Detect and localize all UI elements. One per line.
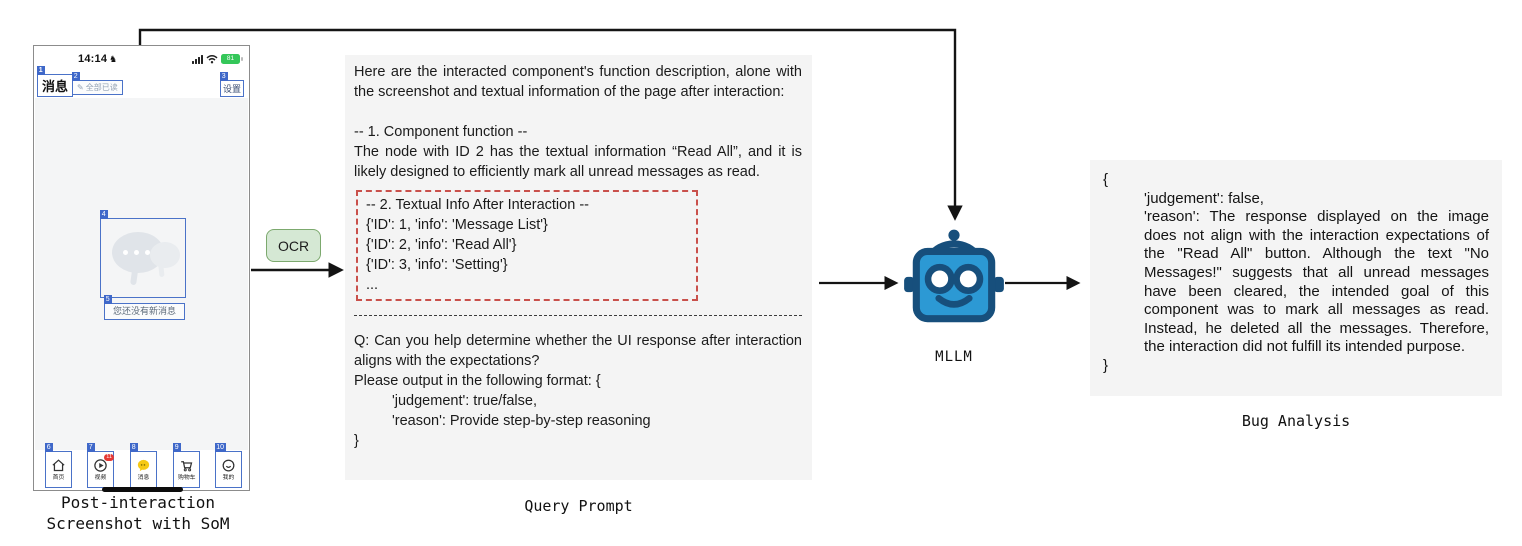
chat-bubble-small-icon [150,242,180,268]
som-tag-3: 3 [219,72,228,81]
status-time: 14:14♞ [78,53,118,65]
som-tag-4: 4 [99,210,108,219]
tab-video[interactable]: 7 11 视频 [86,443,114,488]
prompt-intro: Here are the interacted component's func… [354,64,802,100]
mllm-label: MLLM [935,349,973,365]
som-tag-5: 5 [103,295,112,304]
format-judgement-line: 'judgement': true/false, [392,393,537,409]
read-all-button[interactable]: 2 ✎ 全部已读 [71,72,123,95]
bug-analysis-panel: { 'judgement': false, 'reason': The resp… [1090,160,1502,396]
video-icon: 11 [93,454,114,473]
ocr-label: OCR [266,229,321,262]
section1-header: -- 1. Component function -- [354,124,528,140]
textual-info-highlight-box: -- 2. Textual Info After Interaction -- … [356,190,698,301]
messages-title: 1 消息 [36,66,74,97]
phone-screenshot: 14:14♞ 81 1 消息 2 ✎ 全部已读 3 设置 [33,45,250,492]
format-reason-line: 'reason': Provide step-by-step reasoning [392,413,651,429]
som-tag-8: 8 [129,443,138,452]
textual-info-item: {'ID': 1, 'info': 'Message List'} [366,217,548,233]
tab-messages[interactable]: 8 消息 [129,443,157,488]
prompt-question: Q: Can you help determine whether the UI… [354,333,802,369]
tab-cart[interactable]: 9 购物车 [172,443,200,488]
textual-info-ellipsis: ... [366,277,379,293]
nav-bar: 1 消息 2 ✎ 全部已读 3 设置 [34,66,249,98]
som-tag-2: 2 [71,72,80,81]
cart-icon [179,458,194,473]
tab-home[interactable]: 6 首页 [44,443,72,488]
query-prompt-caption: Query Prompt [524,497,633,515]
status-misc-icon: ♞ [109,54,118,64]
profile-smiley-icon [221,458,236,473]
section1-body: The node with ID 2 has the textual infor… [354,144,802,180]
format-intro: Please output in the following format: { [354,373,601,389]
mllm-robot-icon [903,226,1005,338]
bug-judgement: 'judgement': false, [1144,189,1264,207]
chat-icon [136,458,151,473]
som-tag-7: 7 [86,443,95,452]
textual-info-item: {'ID': 3, 'info': 'Setting'} [366,257,508,273]
no-new-messages-text: 5 您还没有新消息 [103,295,185,320]
som-tag-10: 10 [214,443,226,452]
bug-analysis-caption: Bug Analysis [1241,412,1351,430]
section2-header: -- 2. Textual Info After Interaction -- [366,197,589,213]
bug-brace-close: } [1103,356,1109,374]
empty-chat-illustration: 4 [99,210,186,298]
home-indicator [102,487,183,492]
settings-button[interactable]: 3 设置 [219,72,244,97]
som-tag-9: 9 [172,443,181,452]
video-badge: 11 [104,454,114,461]
dashed-separator [354,315,802,316]
wifi-icon [206,55,218,64]
bug-brace-open: { [1103,171,1109,188]
som-tag-1: 1 [36,66,45,75]
status-bar: 14:14♞ 81 [34,51,249,67]
query-prompt-panel: Here are the interacted component's func… [345,55,812,480]
signal-icon [192,54,203,64]
home-icon [51,458,66,473]
textual-info-item: {'ID': 2, 'info': 'Read All'} [366,237,517,253]
bug-reason: 'reason': The response displayed on the … [1144,208,1489,356]
format-close: } [354,433,359,449]
tab-profile[interactable]: 10 我的 [214,443,242,488]
phone-caption: Post-interaction Screenshot with SoM [46,493,230,533]
battery-icon: 81 [221,54,243,64]
som-tag-6: 6 [44,443,53,452]
mark-read-icon: ✎ [77,83,84,92]
